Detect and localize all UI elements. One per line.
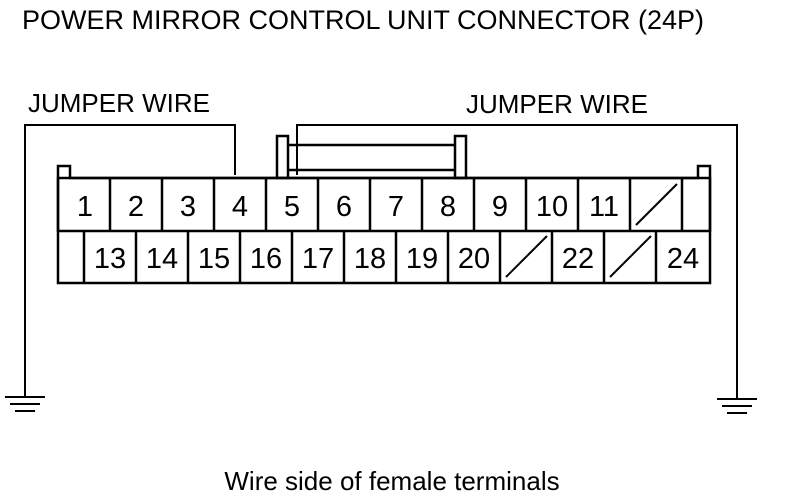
terminal-9: 9 [492,178,528,231]
jumper-wire-label-right: JUMPER WIRE [466,89,648,119]
terminal-label-14: 14 [146,243,178,275]
terminal-label-9: 9 [492,191,508,223]
terminal-label-18: 18 [354,243,386,275]
terminal-label-16: 16 [250,243,282,275]
terminal-5: 5 [284,178,320,231]
terminal-2: 2 [128,178,164,231]
diagram-caption: Wire side of female terminals [224,466,559,496]
terminal-6: 6 [336,178,372,231]
terminal-label-1: 1 [77,191,93,223]
connector-body [56,134,712,285]
latch-post-left [275,134,290,180]
terminal-label-2: 2 [128,191,144,223]
unused-slash-icon [505,235,548,278]
terminal-18: 18 [354,231,398,283]
terminal-8: 8 [440,178,476,231]
terminal-label-6: 6 [336,191,352,223]
terminal-24: 24 [667,243,699,275]
ground-icon-right [717,398,757,414]
terminal-3: 3 [180,178,216,231]
latch-post-right [453,134,468,180]
terminal-1: 1 [77,178,112,231]
terminal-label-5: 5 [284,191,300,223]
terminal-15: 15 [198,231,242,283]
terminal-label-8: 8 [440,191,456,223]
jumper-wire-right [296,124,738,399]
terminal-label-4: 4 [232,191,248,223]
bottom-row: 13 14 15 16 17 18 19 20 [82,231,699,283]
terminal-4: 4 [232,178,268,231]
terminal-12-unused [635,178,684,231]
unused-slash-icon [635,183,678,226]
terminal-16: 16 [250,231,294,283]
terminal-22: 22 [562,231,606,283]
terminal-label-19: 19 [406,243,438,275]
terminal-label-10: 10 [536,191,568,223]
ground-icon-left [5,396,45,412]
terminal-label-17: 17 [302,243,334,275]
terminal-label-11: 11 [589,191,619,223]
terminal-7: 7 [388,178,424,231]
terminal-label-20: 20 [458,243,490,275]
terminal-label-22: 22 [562,243,594,275]
terminal-23-unused [609,231,658,283]
terminal-19: 19 [406,231,450,283]
terminal-11: 11 [589,178,632,231]
jumper-wire-label-left: JUMPER WIRE [28,88,210,118]
terminal-label-13: 13 [94,243,126,275]
terminal-13: 13 [94,231,138,283]
top-row: 1 2 3 4 5 6 7 8 [77,178,684,231]
diagram-title: POWER MIRROR CONTROL UNIT CONNECTOR (24P… [22,5,704,35]
terminal-20: 20 [458,231,502,283]
jumper-wire-left [24,124,236,397]
terminal-21-unused [505,231,554,283]
terminal-14: 14 [146,231,190,283]
terminal-label-3: 3 [180,191,196,223]
unused-slash-icon [609,235,652,278]
terminal-label-24: 24 [667,243,699,275]
terminal-label-15: 15 [198,243,230,275]
terminal-17: 17 [302,231,346,283]
terminal-label-7: 7 [388,191,404,223]
terminal-10: 10 [536,178,580,231]
